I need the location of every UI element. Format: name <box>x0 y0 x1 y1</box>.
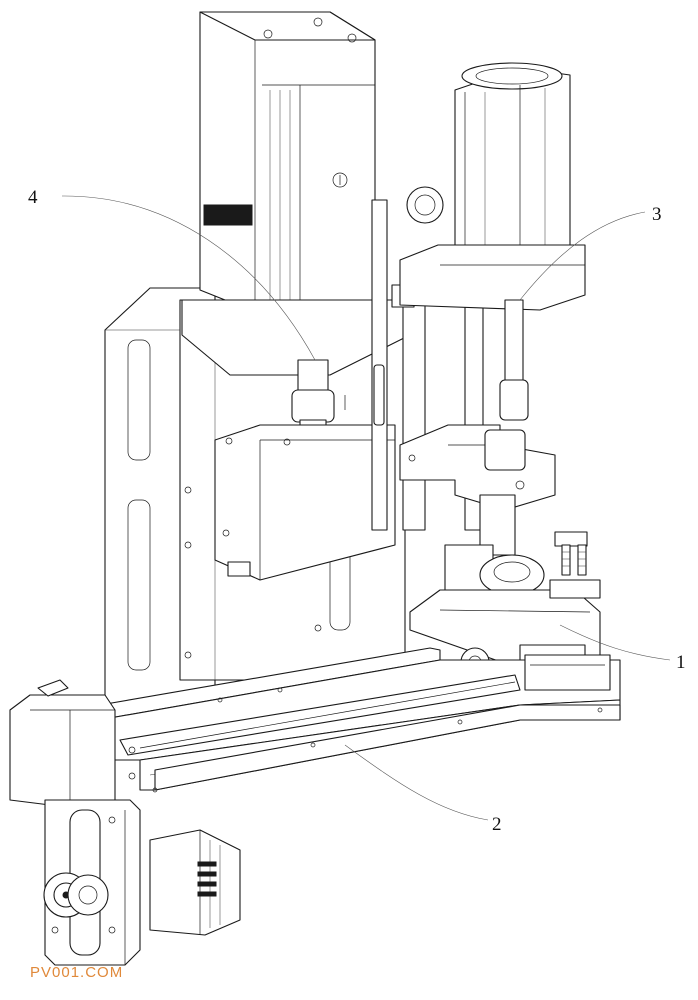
end-block <box>9 679 158 811</box>
callout-label-3: 3 <box>652 204 662 225</box>
clamp-box <box>214 424 396 581</box>
watermark-text: PV001.COM <box>30 964 124 981</box>
press-head <box>399 424 556 556</box>
leader-lines <box>61 195 671 821</box>
cylinder <box>399 62 586 421</box>
spindle-motor <box>199 11 376 331</box>
fixture <box>409 531 601 691</box>
callout-label-2: 2 <box>492 814 502 835</box>
leader-3 <box>519 211 646 301</box>
drive-motor <box>149 829 241 936</box>
spring-pins <box>549 531 601 599</box>
belt-pulley <box>43 799 141 966</box>
leader-1 <box>559 624 671 661</box>
callout-label-4: 4 <box>28 187 38 208</box>
linear-module <box>99 647 621 791</box>
leader-4 <box>61 195 316 361</box>
vertical-frame <box>104 287 406 721</box>
leader-2 <box>344 744 489 821</box>
callout-label-1: 1 <box>676 652 686 673</box>
